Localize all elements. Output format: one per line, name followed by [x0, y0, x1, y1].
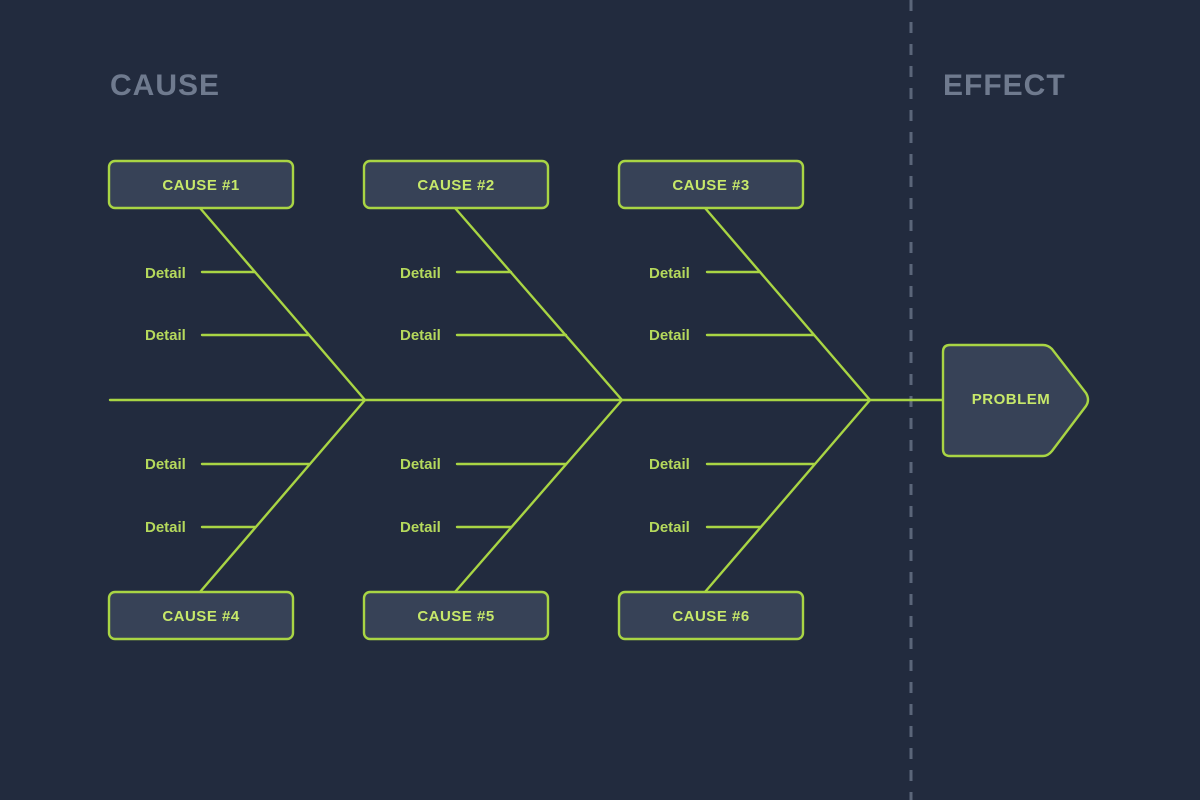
effect-section-title: EFFECT	[943, 69, 1066, 102]
problem-label: PROBLEM	[972, 391, 1051, 408]
cause-5-bone	[453, 398, 624, 594]
cause-2-label: CAUSE #2	[417, 177, 494, 194]
cause-4-detail-2-label: Detail	[145, 519, 186, 536]
cause-branch-2: Detail Detail CAUSE #2	[362, 159, 624, 402]
cause-4-box[interactable]	[107, 590, 295, 641]
cause-branch-3: Detail Detail CAUSE #3	[617, 159, 872, 402]
cause-2-box[interactable]	[362, 159, 550, 210]
cause-4-label: CAUSE #4	[162, 608, 240, 625]
cause-2-bone	[453, 206, 624, 402]
cause-3-detail-1-label: Detail	[649, 265, 690, 282]
cause-1-box[interactable]	[107, 159, 295, 210]
cause-1-bone	[198, 206, 367, 402]
cause-4-detail-1-label: Detail	[145, 456, 186, 473]
problem-head: PROBLEM	[941, 343, 1090, 458]
cause-3-box[interactable]	[617, 159, 805, 210]
cause-2-detail-2-label: Detail	[400, 327, 441, 344]
cause-5-detail-2-label: Detail	[400, 519, 441, 536]
cause-branch-6: Detail Detail CAUSE #6	[617, 398, 872, 641]
cause-3-bone	[703, 206, 872, 402]
cause-2-detail-1-label: Detail	[400, 265, 441, 282]
cause-5-label: CAUSE #5	[417, 608, 494, 625]
cause-1-detail-1-label: Detail	[145, 265, 186, 282]
cause-1-detail-2-label: Detail	[145, 327, 186, 344]
cause-6-detail-2-label: Detail	[649, 519, 690, 536]
cause-4-bone	[198, 398, 367, 594]
cause-1-label: CAUSE #1	[162, 177, 239, 194]
cause-6-bone	[703, 398, 872, 594]
cause-branch-4: Detail Detail CAUSE #4	[107, 398, 367, 641]
problem-box[interactable]	[941, 343, 1090, 458]
cause-3-label: CAUSE #3	[672, 177, 749, 194]
cause-5-box[interactable]	[362, 590, 550, 641]
cause-branch-5: Detail Detail CAUSE #5	[362, 398, 624, 641]
cause-3-detail-2-label: Detail	[649, 327, 690, 344]
cause-5-detail-1-label: Detail	[400, 456, 441, 473]
cause-section-title: CAUSE	[110, 69, 220, 102]
cause-branch-1: Detail Detail CAUSE #1	[107, 159, 367, 402]
cause-6-detail-1-label: Detail	[649, 456, 690, 473]
cause-6-label: CAUSE #6	[672, 608, 749, 625]
cause-6-box[interactable]	[617, 590, 805, 641]
